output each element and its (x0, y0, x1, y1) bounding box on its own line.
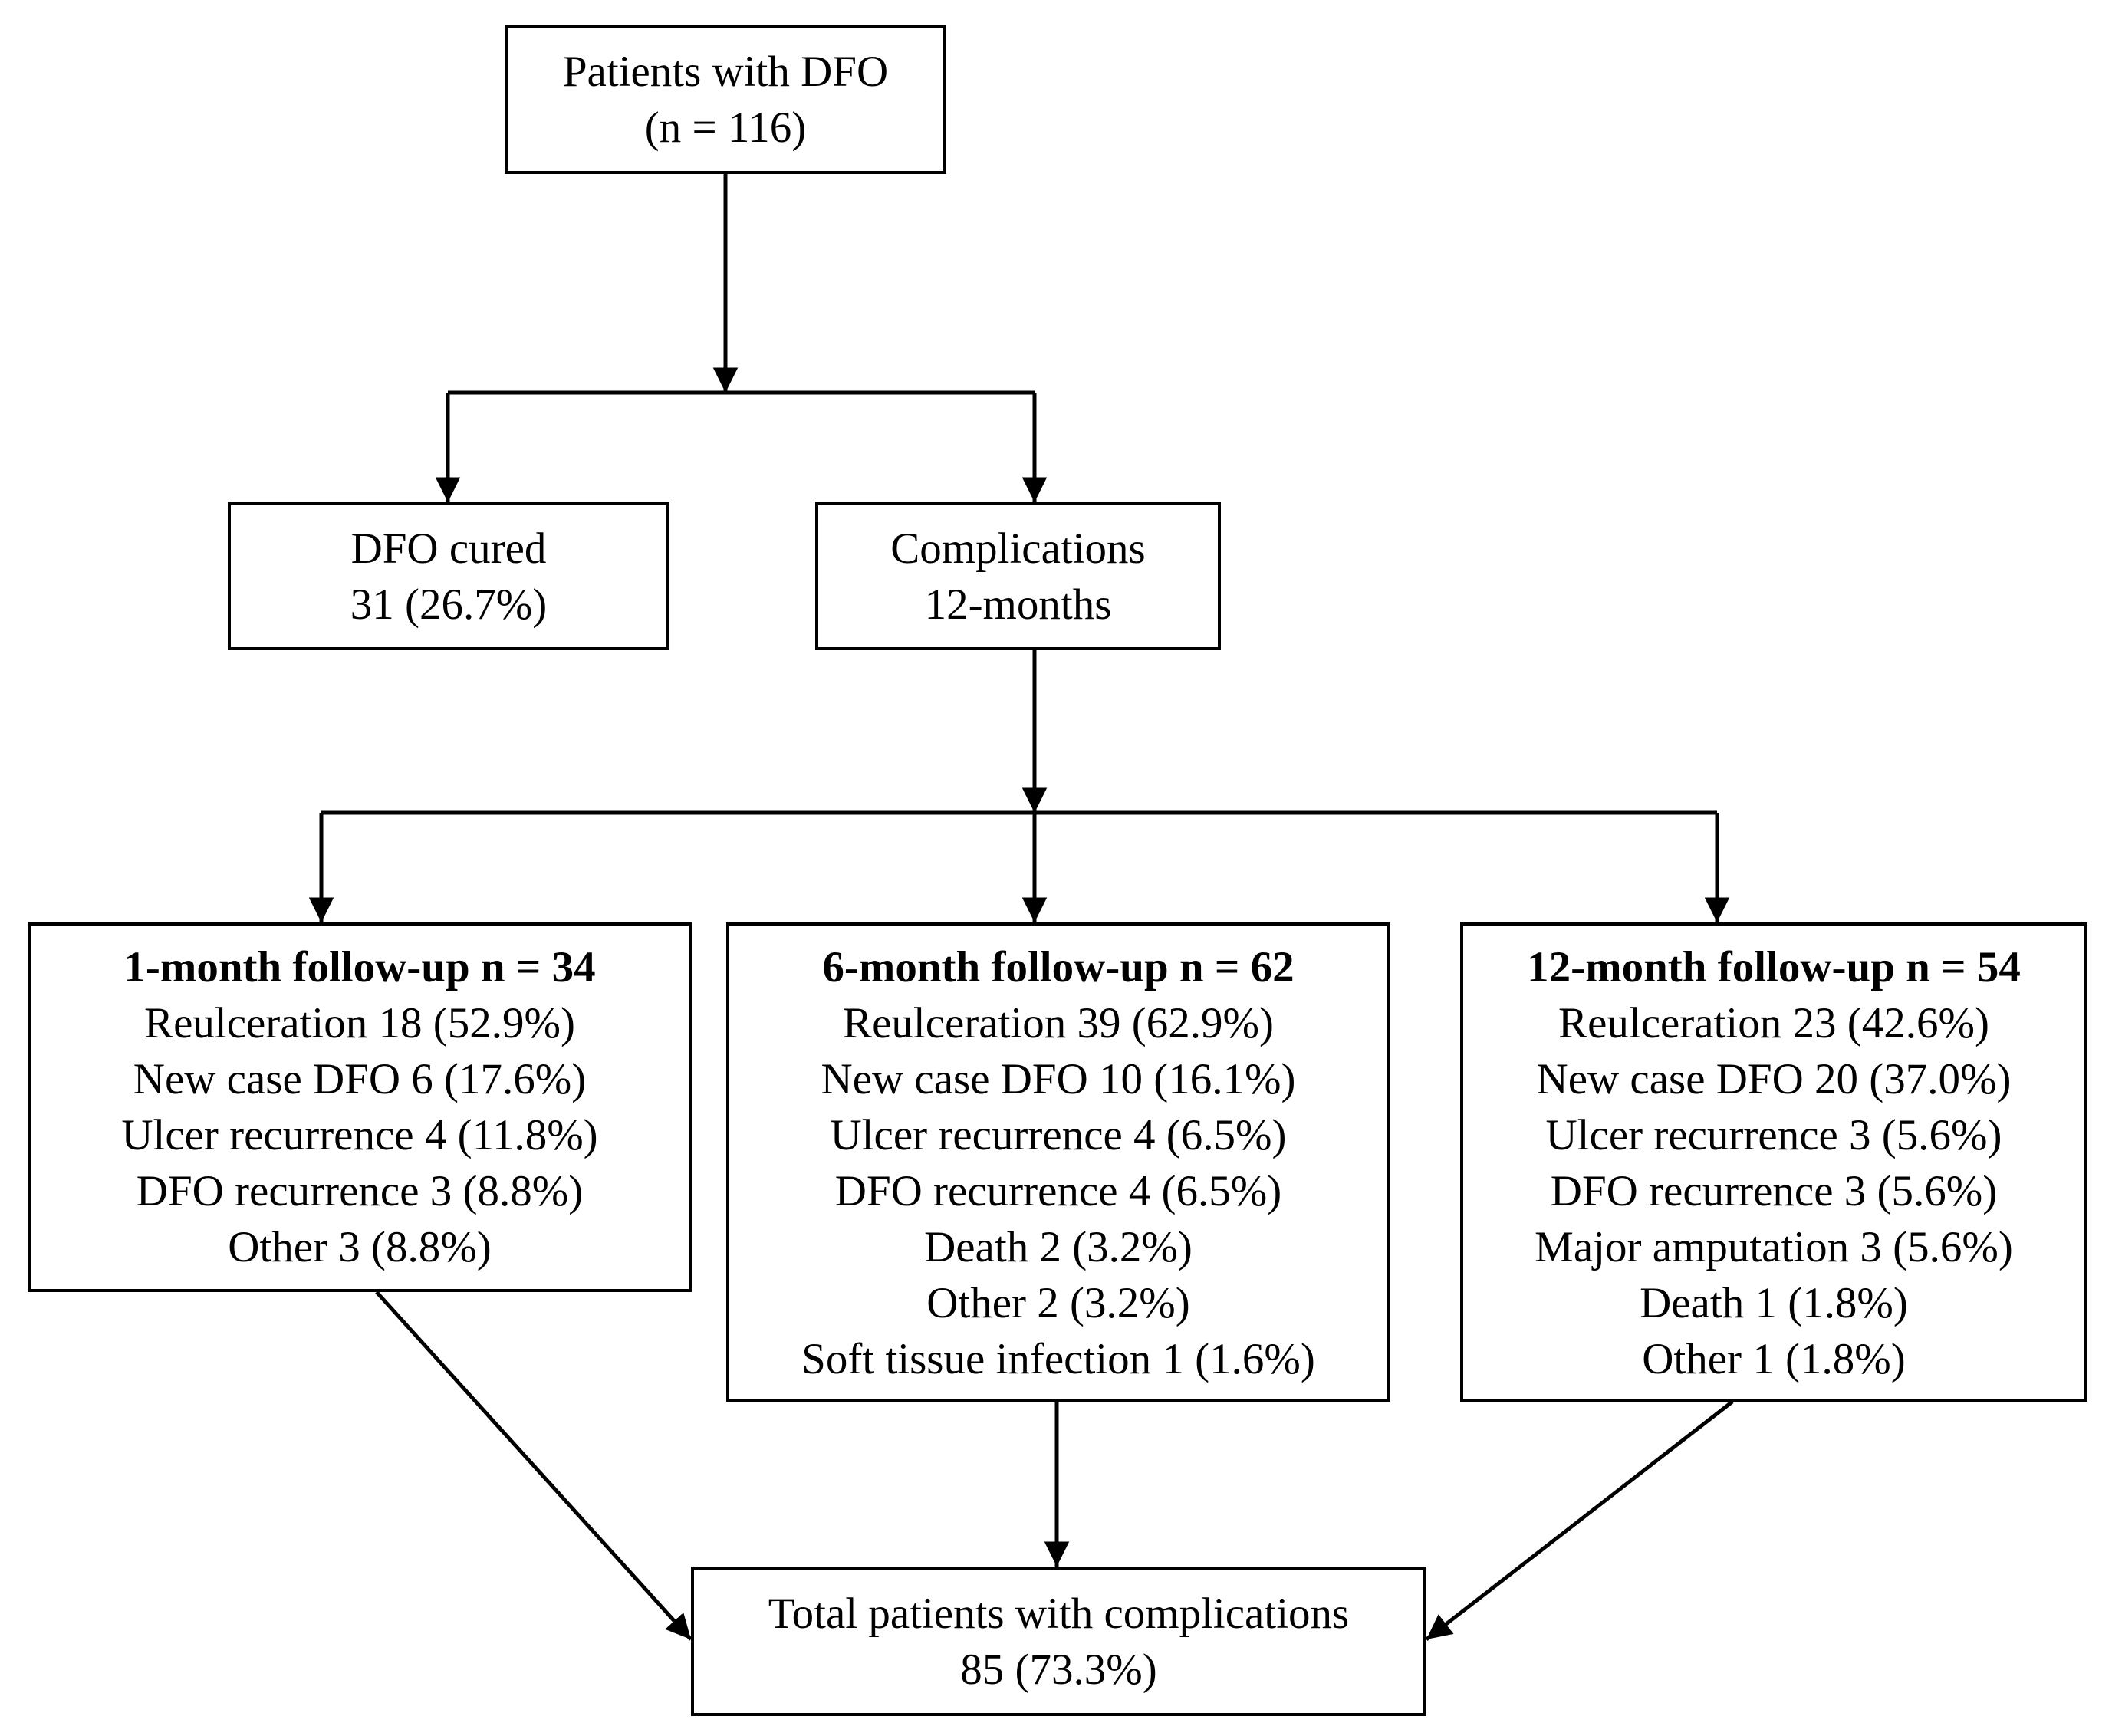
month12-item: Other 1 (1.8%) (1642, 1335, 1906, 1383)
total-node: Total patients with complications 85 (73… (691, 1567, 1426, 1716)
complications-node-period: 12-months (924, 580, 1112, 629)
month12-item: Reulceration 23 (42.6%) (1558, 999, 1989, 1047)
root-node-title: Patients with DFO (562, 47, 889, 96)
month12-followup-node: 12-month follow-up n = 54 Reulceration 2… (1460, 922, 2087, 1402)
cured-node-title: DFO cured (350, 524, 547, 573)
month12-item: Major amputation 3 (5.6%) (1535, 1223, 2013, 1271)
root-node: Patients with DFO (n = 116) (505, 25, 946, 174)
month6-item: Ulcer recurrence 4 (6.5%) (830, 1111, 1287, 1159)
complications-node: Complications 12-months (815, 502, 1221, 650)
month6-item: DFO recurrence 4 (6.5%) (834, 1167, 1282, 1215)
month12-item: Ulcer recurrence 3 (5.6%) (1545, 1111, 2002, 1159)
total-node-title: Total patients with complications (768, 1589, 1350, 1638)
month12-item: New case DFO 20 (37.0%) (1536, 1055, 2012, 1103)
edge-month1-to-total (375, 1290, 692, 1641)
cured-node: DFO cured 31 (26.7%) (228, 502, 669, 650)
month1-followup-node: 1-month follow-up n = 34 Reulceration 18… (28, 922, 692, 1292)
month1-heading: 1-month follow-up n = 34 (123, 943, 596, 991)
month1-item: New case DFO 6 (17.6%) (133, 1055, 587, 1103)
month6-item: Soft tissue infection 1 (1.6%) (801, 1335, 1315, 1383)
month6-item: Reulceration 39 (62.9%) (843, 999, 1274, 1047)
month12-item: DFO recurrence 3 (5.6%) (1550, 1167, 1998, 1215)
month1-item: Other 3 (8.8%) (228, 1223, 492, 1271)
month6-heading: 6-month follow-up n = 62 (822, 943, 1295, 991)
root-node-count: (n = 116) (644, 103, 807, 152)
month6-item: Death 2 (3.2%) (924, 1223, 1193, 1271)
month6-item: New case DFO 10 (16.1%) (821, 1055, 1296, 1103)
complications-node-title: Complications (890, 524, 1146, 573)
month1-item: Ulcer recurrence 4 (11.8%) (121, 1111, 598, 1159)
month1-item: DFO recurrence 3 (8.8%) (136, 1167, 584, 1215)
total-node-count: 85 (73.3%) (960, 1645, 1157, 1694)
month12-heading: 12-month follow-up n = 54 (1527, 943, 2021, 991)
month6-item: Other 2 (3.2%) (926, 1279, 1190, 1327)
month6-followup-node: 6-month follow-up n = 62 Reulceration 39… (726, 922, 1390, 1402)
month12-item: Death 1 (1.8%) (1640, 1279, 1908, 1327)
edge-month12-to-total (1425, 1400, 1734, 1641)
month1-item: Reulceration 18 (52.9%) (144, 999, 575, 1047)
cured-node-count: 31 (26.7%) (350, 580, 548, 629)
